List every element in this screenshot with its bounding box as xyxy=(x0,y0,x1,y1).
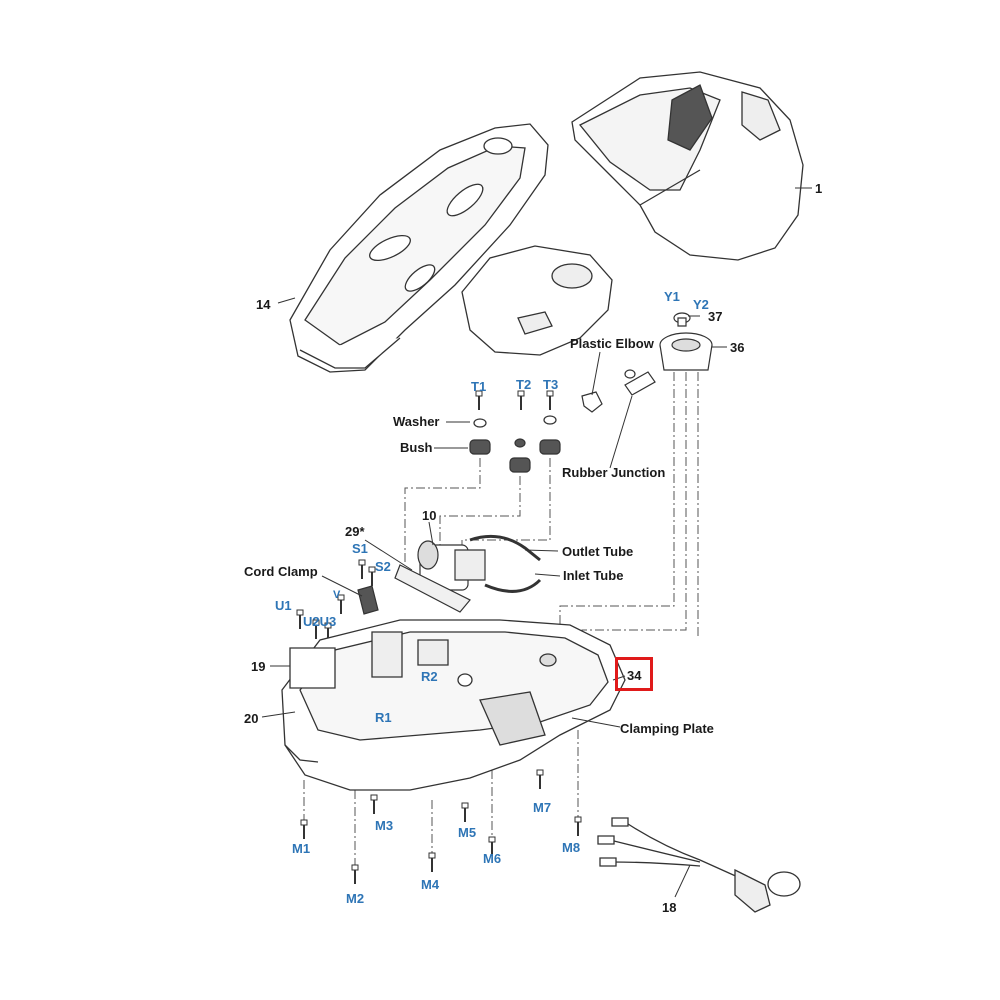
fastener-m3: M3 xyxy=(375,818,394,833)
callout-29: 29* xyxy=(345,524,365,539)
highlight-box xyxy=(615,657,653,691)
fastener-y1: Y1 xyxy=(664,289,680,304)
label-inlet-tube: Inlet Tube xyxy=(563,568,624,583)
fastener-m1: M1 xyxy=(292,841,311,856)
callout-37: 37 xyxy=(708,309,723,324)
fastener-m7: M7 xyxy=(533,800,552,815)
bush-washer-set-part xyxy=(470,390,560,472)
lid-shell-part xyxy=(290,124,612,372)
fastener-t2: T2 xyxy=(516,377,532,392)
label-rubber-junction: Rubber Junction xyxy=(562,465,666,480)
cord-clamp-part xyxy=(296,559,378,643)
fastener-y2: Y2 xyxy=(693,297,709,312)
label-bush: Bush xyxy=(400,440,433,455)
label-washer: Washer xyxy=(393,414,440,429)
leader-lines xyxy=(261,187,812,898)
label-clamping-plate: Clamping Plate xyxy=(620,721,714,736)
fastener-r2: R2 xyxy=(421,669,438,684)
callout-36: 36 xyxy=(730,340,745,355)
callout-14: 14 xyxy=(256,297,271,312)
callout-1: 1 xyxy=(815,181,823,196)
fastener-m2: M2 xyxy=(346,891,365,906)
power-cord-part xyxy=(598,818,800,912)
callout-20: 20 xyxy=(244,711,259,726)
fastener-m4: M4 xyxy=(421,877,440,892)
fastener-v: V xyxy=(333,589,341,601)
callout-18: 18 xyxy=(662,900,677,915)
callout-10: 10 xyxy=(422,508,437,523)
fastener-m8: M8 xyxy=(562,840,581,855)
fastener-s2: S2 xyxy=(375,559,391,574)
main-base-part xyxy=(282,620,625,790)
pump-part xyxy=(395,536,540,612)
fastener-m6: M6 xyxy=(483,851,502,866)
fastener-t1: T1 xyxy=(471,379,487,394)
fastener-u1: U1 xyxy=(275,598,292,613)
label-outlet-tube: Outlet Tube xyxy=(562,544,634,559)
valve-assembly-part xyxy=(660,313,712,370)
callout-34: 34 xyxy=(627,668,642,683)
label-plastic-elbow: Plastic Elbow xyxy=(570,336,654,351)
fastener-m5: M5 xyxy=(458,825,477,840)
fastener-r1: R1 xyxy=(375,710,392,725)
fastener-t3: T3 xyxy=(543,377,559,392)
elbow-junction-part xyxy=(582,370,655,412)
fastener-u2u3: U2U3 xyxy=(303,614,337,629)
callout-19: 19 xyxy=(251,659,266,674)
top-cover-part xyxy=(572,72,803,260)
label-cord-clamp: Cord Clamp xyxy=(244,564,318,579)
fastener-s1: S1 xyxy=(352,541,368,556)
